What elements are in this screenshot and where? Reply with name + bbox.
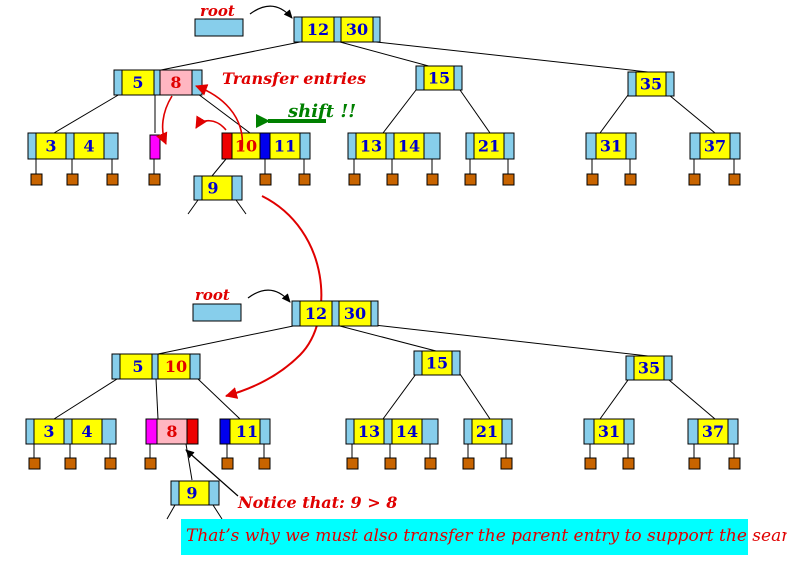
top-root-label: root xyxy=(200,2,235,20)
bottom-right-key: 35 xyxy=(638,359,660,378)
bottom-right-node: 35 xyxy=(625,355,673,381)
top-leaf-d-key-2: 14 xyxy=(398,137,420,156)
bottom-root-pointer-box xyxy=(192,303,242,322)
top-leaf-squares xyxy=(30,173,741,186)
top-mid-key: 15 xyxy=(428,69,450,88)
bottom-left-node: 5 10 xyxy=(111,353,201,380)
top-leaf-e-key: 21 xyxy=(478,137,500,156)
bottom-subtree-key: 9 xyxy=(186,484,197,503)
transition-arrow xyxy=(225,195,323,399)
bottom-left-key-1: 5 xyxy=(132,357,143,376)
bottom-leaf-d-key-2: 14 xyxy=(396,422,418,441)
top-leaf-a: 3 4 xyxy=(27,132,119,160)
top-leaf-a-key-2: 4 xyxy=(83,137,94,156)
bottom-left-key-2: 10 xyxy=(165,357,187,376)
bottom-leaf-c-key: 11 xyxy=(236,422,258,441)
top-root-key-1: 12 xyxy=(307,20,329,39)
caption-text: That’s why we must also transfer the par… xyxy=(186,526,787,546)
top-root-pointer-box xyxy=(194,18,244,37)
top-tree-edges xyxy=(35,41,735,215)
bottom-leaf-f-key: 31 xyxy=(598,422,620,441)
top-tree: 12 30 5 8 15 35 3 4 xyxy=(27,2,741,215)
bottom-root-arrow xyxy=(247,289,291,303)
top-leaf-g-key: 37 xyxy=(704,137,726,156)
bottom-leaf-a: 3 4 xyxy=(25,418,117,445)
top-leaf-e: 21 xyxy=(465,132,515,160)
notice-label: Notice that: 9 > 8 xyxy=(237,493,397,512)
bottom-leaf-d: 13 14 xyxy=(345,418,439,445)
bottom-root-key-1: 12 xyxy=(305,304,327,323)
bottom-tree: 12 30 5 10 15 35 3 4 xyxy=(25,286,741,520)
top-left-key-1: 5 xyxy=(132,73,143,92)
bottom-root-label: root xyxy=(195,286,230,304)
bottom-leaf-c: 11 xyxy=(219,418,271,445)
top-root-key-2: 30 xyxy=(346,20,368,39)
top-leaf-f-key: 31 xyxy=(600,137,622,156)
bottom-mid-key: 15 xyxy=(426,354,448,373)
bottom-leaf-a-key-2: 4 xyxy=(81,422,92,441)
top-leaf-c: 10 11 xyxy=(221,132,311,160)
bottom-mid-node: 15 xyxy=(413,350,461,376)
top-right-node: 35 xyxy=(627,71,675,97)
transfer-entries-label: Transfer entries xyxy=(222,69,366,88)
top-left-node: 5 8 xyxy=(113,69,203,96)
top-leaf-c-key-2: 11 xyxy=(274,137,296,156)
shift-label: shift !! xyxy=(287,101,356,122)
caption-box xyxy=(181,519,748,555)
top-root-node: 12 30 xyxy=(293,16,381,43)
top-subtree-key: 9 xyxy=(207,179,218,198)
bottom-leaf-d-key-1: 13 xyxy=(358,422,380,441)
top-leaf-d: 13 14 xyxy=(347,132,441,160)
notice-arrow xyxy=(185,449,239,497)
top-leaf-c-key-1: 10 xyxy=(235,137,257,156)
bottom-leaf-g-key: 37 xyxy=(702,422,724,441)
bottom-leaf-squares xyxy=(28,457,741,470)
bottom-leaf-g: 37 xyxy=(687,418,739,445)
bottom-leaf-b: 8 xyxy=(145,418,199,445)
top-left-key-2: 8 xyxy=(170,73,181,92)
bottom-root-node: 12 30 xyxy=(291,300,379,327)
top-mid-node: 15 xyxy=(415,65,463,91)
bottom-subtree-node: 9 xyxy=(170,480,220,506)
top-right-key: 35 xyxy=(640,75,662,94)
bottom-leaf-e: 21 xyxy=(463,418,513,445)
bottom-leaf-e-key: 21 xyxy=(476,422,498,441)
top-leaf-g: 37 xyxy=(689,132,741,160)
top-root-arrow xyxy=(249,5,293,19)
bottom-leaf-a-key-1: 3 xyxy=(43,422,54,441)
bottom-root-key-2: 30 xyxy=(344,304,366,323)
bottom-leaf-b-key: 8 xyxy=(166,422,177,441)
top-leaf-a-key-1: 3 xyxy=(45,137,56,156)
transfer-arrow-up xyxy=(195,84,244,151)
top-subtree-node: 9 xyxy=(193,175,243,201)
transfer-arrow-small xyxy=(195,115,227,131)
top-leaf-d-key-1: 13 xyxy=(360,137,382,156)
transfer-arrow-down xyxy=(156,95,173,145)
top-leaf-b-empty xyxy=(149,134,161,160)
bottom-tree-edges xyxy=(33,324,735,520)
top-leaf-f: 31 xyxy=(585,132,637,160)
bottom-leaf-f: 31 xyxy=(583,418,635,445)
